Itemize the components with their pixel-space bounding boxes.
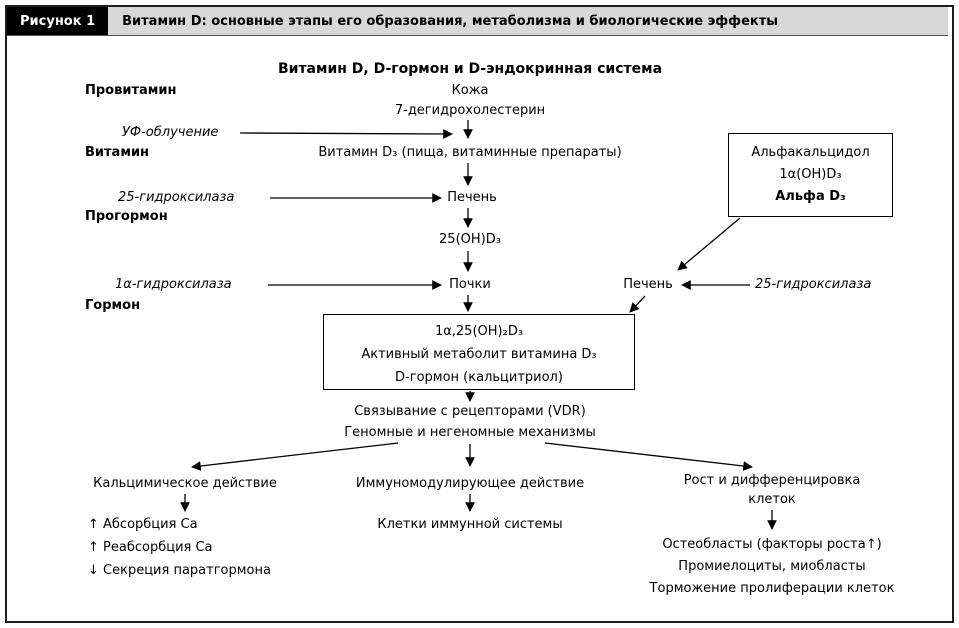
node-kidneys: Почки xyxy=(449,277,491,292)
node-liver-right: Печень xyxy=(623,277,673,292)
figure-label: Рисунок 1 xyxy=(7,7,109,35)
calcemic-item-absorption: ↑ Абсорбция Ca xyxy=(88,517,198,532)
hormone-description: Активный метаболит витамина D₃ xyxy=(361,347,597,362)
hormone-formula: 1α,25(OH)₂D₃ xyxy=(434,324,524,339)
diagram-title: Витамин D, D-гормон и D-эндокринная сист… xyxy=(277,61,663,77)
growth-item-proliferation: Торможение пролиферации клеток xyxy=(649,581,895,596)
node-dehydrocholesterol: 7-дегидрохолестерин xyxy=(394,103,546,118)
effect-growth-title: Рост и дифференцировка клеток xyxy=(683,473,861,507)
vdr-binding-label: Связывание с рецепторами (VDR) xyxy=(354,404,586,419)
effect-calcemic-title: Кальцимическое действие xyxy=(93,476,277,491)
stage-label-hormone: Гормон xyxy=(85,298,141,313)
node-25ohd3: 25(OH)D₃ xyxy=(439,232,501,247)
figure-caption: Витамин D: основные этапы его образовани… xyxy=(122,13,779,29)
calcemic-item-reabsorption: ↑ Реабсорбция Ca xyxy=(88,540,213,555)
alfacalcidol-name: Альфакальцидол xyxy=(751,145,870,160)
growth-item-osteoblasts: Остеобласты (факторы роста↑) xyxy=(662,537,882,552)
alfacalcidol-formula: 1α(OH)D₃ xyxy=(779,167,842,182)
stage-label-vitamin: Витамин xyxy=(85,145,150,160)
enzyme-25-hydroxylase-label: 25-гидроксилаза xyxy=(118,190,235,205)
alfacalcidol-box: Альфакальцидол 1α(OH)D₃ Альфа D₃ xyxy=(728,133,893,217)
alfacalcidol-brand: Альфа D₃ xyxy=(775,189,846,204)
hormone-name: D-гормон (кальцитриол) xyxy=(395,370,563,385)
stage-label-provitamin: Провитамин xyxy=(85,83,177,98)
enzyme-uv-label: УФ-облучение xyxy=(122,125,219,140)
figure-header: Рисунок 1 Витамин D: основные этапы его … xyxy=(7,7,948,36)
node-skin: Кожа xyxy=(451,83,489,98)
immune-item-cells: Клетки иммунной системы xyxy=(377,517,563,532)
enzyme-1a-hydroxylase-label: 1α-гидроксилаза xyxy=(115,277,232,292)
effect-immune-title: Иммуномодулирующее действие xyxy=(355,476,585,491)
growth-item-promyelocytes: Промиелоциты, миобласты xyxy=(678,559,866,574)
genomic-mechanisms-label: Геномные и негеномные механизмы xyxy=(344,425,596,440)
node-vitamin-d3: Витамин D₃ (пища, витаминные препараты) xyxy=(318,145,622,160)
node-liver: Печень xyxy=(447,190,497,205)
stage-label-prohormone: Прогормон xyxy=(85,209,168,224)
hormone-box: 1α,25(OH)₂D₃ Активный метаболит витамина… xyxy=(323,314,635,390)
enzyme-25-hydroxylase-right-label: 25-гидроксилаза xyxy=(755,277,872,292)
calcemic-item-parathormone: ↓ Секреция паратгормона xyxy=(88,563,271,578)
